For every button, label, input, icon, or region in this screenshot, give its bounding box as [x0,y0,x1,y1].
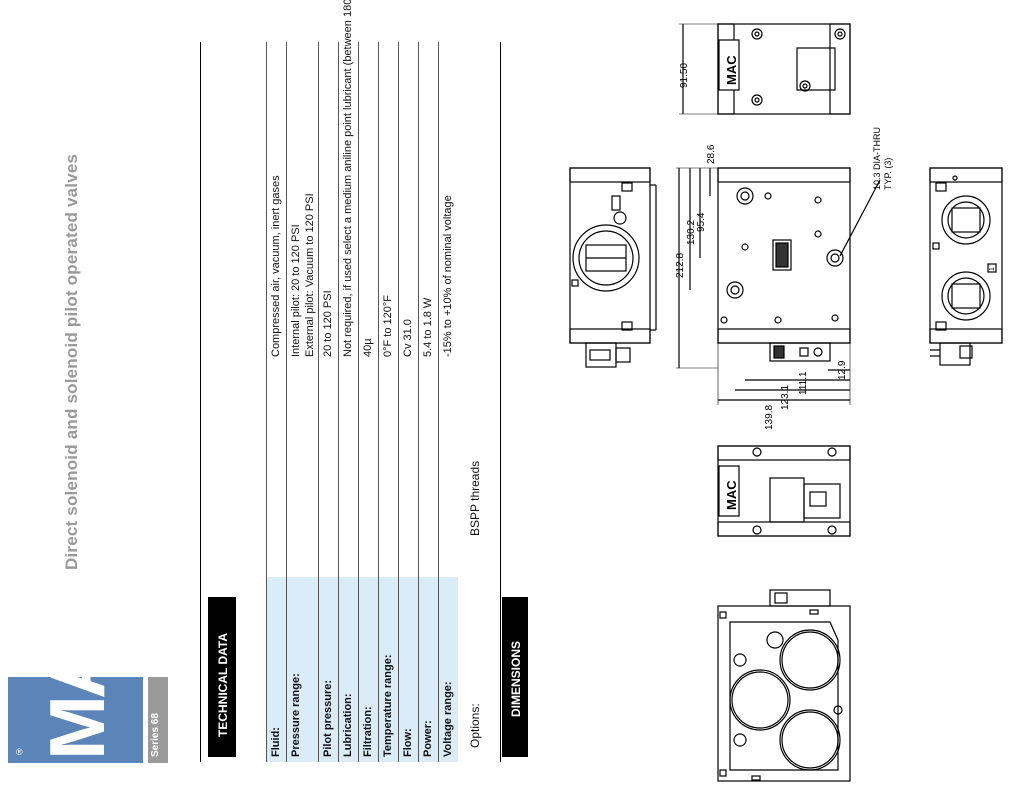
table-row: Fluid: Compressed air, vacuum, inert gas… [266,42,286,762]
drawing-brand-mark-2: MAC [724,480,739,510]
row-divider [418,42,419,762]
right-side-view-drawing: 1 [929,167,1003,366]
section-divider-top [200,42,201,762]
row-label-bg [358,577,378,762]
port-view-drawing [717,589,851,782]
row-divider [398,42,399,762]
solenoid-view-drawing: MAC [717,445,851,537]
dim-label-hole-3: 130.2 [686,220,697,245]
dim-label-height: 91.50 [679,63,690,88]
plan-view-drawing [717,167,851,362]
table-row: Flow: Cv 31.0 [398,42,418,762]
table-row: Power: 5.4 to 1.8 W [418,42,438,762]
port-number-1: 1 [989,267,996,271]
end-view-drawing: MAC [717,23,851,115]
row-divider [318,42,319,762]
table-row: Temperature range: 0°F to 120°F [378,42,398,762]
logo-block: MAC ® [8,594,143,763]
technical-data-table: Fluid: Compressed air, vacuum, inert gas… [266,0,462,762]
table-row: Pilot pressure: 20 to 120 PSI [318,42,338,762]
mac-logo: MAC ® Series 68 [8,594,168,763]
row-label-bg [438,577,458,762]
series-badge: Series 68 [148,677,168,763]
dim-label-depth: 139.8 [764,405,775,430]
table-row: Filtration: 40µ [358,42,378,762]
row-divider [378,42,379,762]
dimensions-heading: DIMENSIONS [502,597,528,757]
dim-label-width: 212.8 [675,253,686,278]
row-divider [286,42,287,762]
row-divider [338,42,339,762]
row-label-bg [378,577,398,762]
row-label-bg [266,577,286,762]
table-row: Voltage range: -15% to +10% of nominal v… [438,42,458,762]
row-label-bg [318,577,338,762]
table-row: Lubrication: Not required, if used selec… [338,0,358,762]
dim-label-depth-3: 111.1 [798,371,809,395]
section-divider-bottom [500,42,501,762]
row-divider [358,42,359,762]
dim-label-depth-2: 123.1 [780,385,791,410]
row-divider [266,42,267,762]
hole-note-line-1: 10.3 DIA-THRU [872,127,882,190]
row-label-bg [418,577,438,762]
row-label-bg [338,577,358,762]
dim-label-edge: 12.9 [837,360,848,380]
side-view-drawing [569,167,657,368]
technical-data-heading: TECHNICAL DATA [208,597,236,757]
registered-mark: ® [16,747,23,757]
dim-label-hole-1: 28.6 [706,144,717,164]
row-label-bg [286,577,318,762]
dim-label-hole-2: 95.4 [696,212,707,232]
row-divider [438,42,439,762]
table-row: Pressure range: Internal pilot: 20 to 12… [286,42,318,762]
row-label-bg [398,577,418,762]
drawing-brand-mark: MAC [724,55,739,85]
hole-note-line-2: TYP. (3) [883,158,893,190]
